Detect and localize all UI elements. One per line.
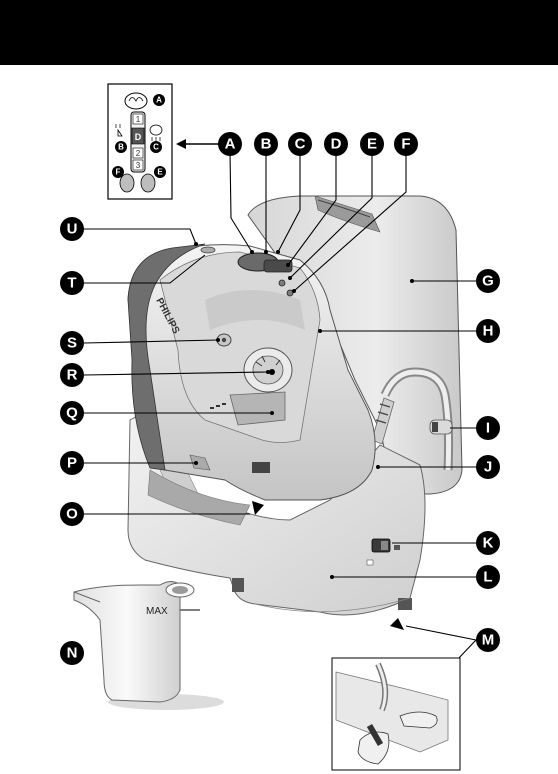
hand-top-icon: [399, 711, 438, 729]
callout-j: J: [476, 455, 500, 479]
hose-detail-inset: [331, 657, 461, 771]
inset-callout-e-label: E: [157, 168, 163, 177]
callout-d-label: D: [331, 136, 342, 153]
spray-button-icon: [119, 173, 135, 193]
callout-f-label: F: [401, 136, 410, 153]
callout-g: G: [476, 269, 500, 293]
callout-p: P: [60, 451, 84, 475]
callout-a-label: A: [225, 136, 236, 153]
callout-k: K: [476, 531, 500, 555]
callout-p-label: P: [67, 455, 77, 472]
steam-control: [237, 252, 294, 297]
inset-callout-f-label: F: [116, 168, 121, 177]
callout-m-label: M: [482, 632, 495, 649]
steam-cloud-icon: [124, 92, 148, 110]
callout-e: E: [360, 132, 384, 156]
callout-q-label: Q: [66, 405, 78, 422]
callout-k-label: K: [483, 535, 494, 552]
supply-hose: [371, 367, 454, 471]
callout-j-label: J: [484, 459, 492, 476]
scale-mark-2: 2: [136, 149, 141, 158]
callout-c: C: [288, 132, 312, 156]
callout-o: O: [60, 502, 84, 526]
power-switch: [366, 538, 400, 566]
callout-m: M: [476, 628, 500, 652]
callout-r: R: [60, 363, 84, 387]
callout-s-label: S: [67, 335, 77, 352]
callout-e-label: E: [367, 136, 377, 153]
high-steam-icon: [149, 124, 163, 141]
callout-i: I: [476, 416, 500, 440]
scale-mark-d: D: [135, 132, 142, 142]
inset-control-panel: 1 D 2 3 A B: [107, 83, 173, 200]
callout-g-label: G: [482, 273, 494, 290]
low-steam-icon: [115, 124, 123, 137]
scale-mark-3: 3: [136, 161, 141, 170]
inset-callout-c: C: [150, 141, 162, 153]
callout-u-label: U: [67, 221, 78, 238]
callout-t-label: T: [67, 275, 76, 292]
header-bar: [0, 0, 558, 65]
callout-i-label: I: [486, 420, 490, 437]
max-marking: MAX: [146, 606, 168, 617]
inset-callout-a: A: [153, 94, 165, 106]
callout-r-label: R: [67, 367, 78, 384]
callout-d: D: [324, 132, 348, 156]
inset-callout-c-label: C: [153, 143, 159, 152]
callout-o-label: O: [66, 506, 78, 523]
scale-mark-1: 1: [136, 115, 141, 124]
callout-f: F: [394, 132, 418, 156]
callout-n: N: [60, 641, 84, 665]
callout-h: H: [476, 319, 500, 343]
inset-callout-b-label: B: [118, 143, 124, 152]
inset-callout-b: B: [115, 141, 127, 153]
callout-l-label: L: [483, 569, 492, 586]
callout-c-label: C: [295, 136, 306, 153]
callout-b-label: B: [261, 136, 272, 153]
steam-slider: 1 D 2 3: [130, 111, 146, 173]
callout-h-label: H: [483, 323, 494, 340]
callout-t: T: [60, 271, 84, 295]
inset-callout-f: F: [112, 166, 124, 178]
iron-rating-label: [252, 462, 270, 473]
inset-callout-a-label: A: [156, 96, 162, 105]
callout-n-label: N: [67, 645, 78, 662]
callout-u: U: [60, 217, 84, 241]
callout-b: B: [254, 132, 278, 156]
inset-callout-e: E: [154, 166, 166, 178]
arrow-o-icon: [252, 501, 264, 515]
callout-s: S: [60, 331, 84, 355]
callout-a: A: [218, 132, 242, 156]
callout-q: Q: [60, 401, 84, 425]
leader-dots: [124, 242, 414, 655]
callout-l: L: [476, 565, 500, 589]
inset-pointer-arrow: [176, 139, 220, 149]
shot-of-steam-button-icon: [140, 173, 156, 193]
measuring-cup: MAX: [73, 581, 224, 710]
arrow-m-icon: [390, 618, 404, 630]
